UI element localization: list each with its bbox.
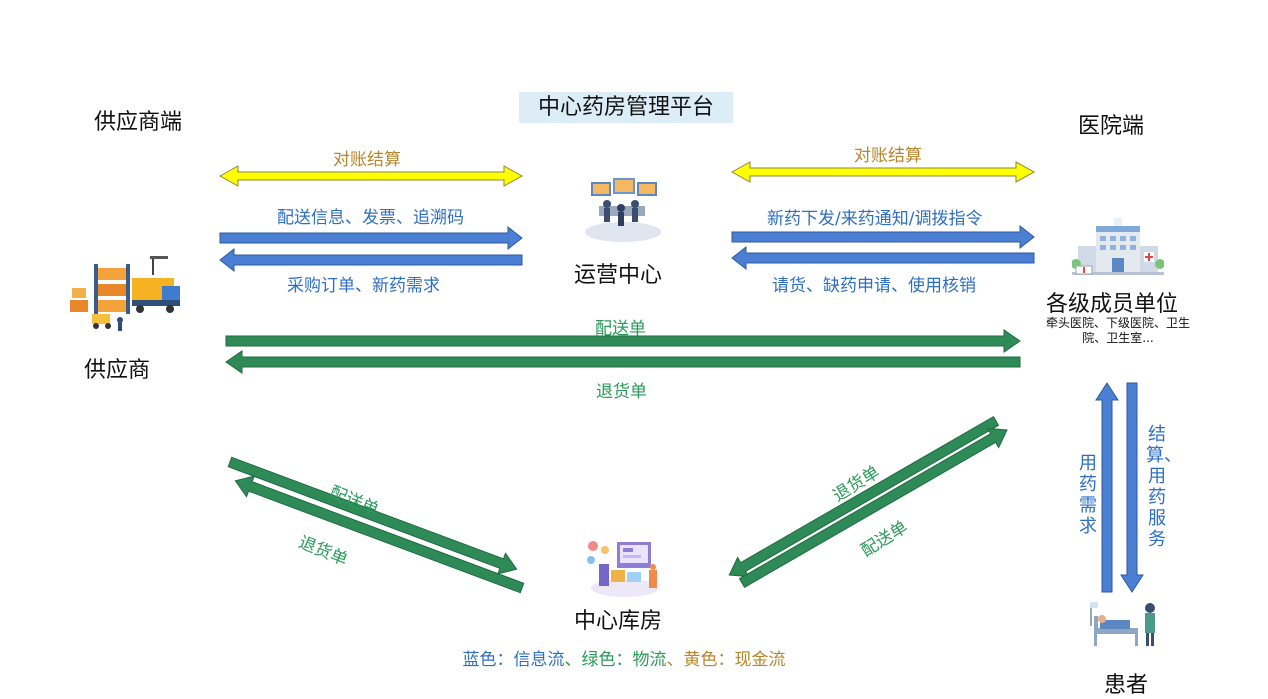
legend-sep-2: 、 (666, 650, 684, 670)
central-warehouse-label: 中心库房 (574, 609, 663, 634)
reconcile-label-right: 对账结算 (854, 146, 922, 166)
delivery-arrow-left-diag (227, 456, 518, 575)
legend-sep-1: 、 (564, 650, 582, 670)
reconcile-label-left: 对账结算 (333, 150, 401, 170)
member-units-subtitle: 牵头医院、下级医院、卫生院、卫生室... (1045, 316, 1190, 345)
return-label-top: 退货单 (596, 382, 647, 402)
service-arrow-down (1120, 382, 1144, 593)
color-legend: 蓝色：信息流、绿色：物流、黄色：现金流 (0, 645, 1248, 670)
info-arrow-to-ops (219, 225, 523, 251)
patient-icon (1090, 602, 1155, 646)
central-warehouse-icon (587, 541, 659, 597)
operations-center-label: 运营中心 (574, 263, 663, 288)
operations-center-icon (585, 178, 661, 242)
cash-flow-arrow-right (730, 161, 1036, 183)
cash-flow-arrow-left (218, 165, 524, 187)
supplier-side-header: 供应商端 (94, 110, 183, 135)
legend-logistics-flow: 绿色：物流 (581, 650, 667, 670)
patient-label: 患者 (1104, 673, 1149, 698)
settlement-service-label: 结算、用药服务 (1146, 424, 1182, 550)
demand-arrow-up (1095, 382, 1119, 593)
delivery-arrow-long (225, 329, 1021, 353)
supplier-warehouse-icon (70, 256, 180, 331)
hospital-icon (1072, 218, 1164, 275)
new-drug-notice-label: 新药下发/来药通知/调拨指令 (767, 209, 983, 229)
legend-cash-flow: 黄色：现金流 (683, 650, 786, 670)
info-arrow-to-hospital (731, 224, 1035, 250)
info-arrow-to-supplier (219, 247, 523, 273)
legend-info-flow: 蓝色：信息流 (462, 650, 565, 670)
return-arrow-left-diag (234, 475, 525, 594)
hospital-side-header: 医院端 (1078, 114, 1145, 139)
purchase-order-label: 采购订单、新药需求 (287, 276, 440, 296)
member-units-label: 各级成员单位 (1046, 292, 1179, 317)
supplier-node-label: 供应商 (84, 358, 151, 383)
return-arrow-long (225, 350, 1021, 374)
info-arrow-to-ops-right (731, 245, 1035, 271)
requests-label: 请货、缺药申请、使用核销 (772, 276, 976, 296)
return-arrow-right-diag (728, 415, 1000, 578)
platform-title: 中心药房管理平台 (519, 92, 733, 123)
delivery-arrow-right-diag (738, 427, 1008, 589)
delivery-info-label: 配送信息、发票、追溯码 (277, 208, 464, 228)
patient-demand-label: 用药需求 (1079, 453, 1097, 537)
delivery-label-top: 配送单 (595, 319, 646, 339)
